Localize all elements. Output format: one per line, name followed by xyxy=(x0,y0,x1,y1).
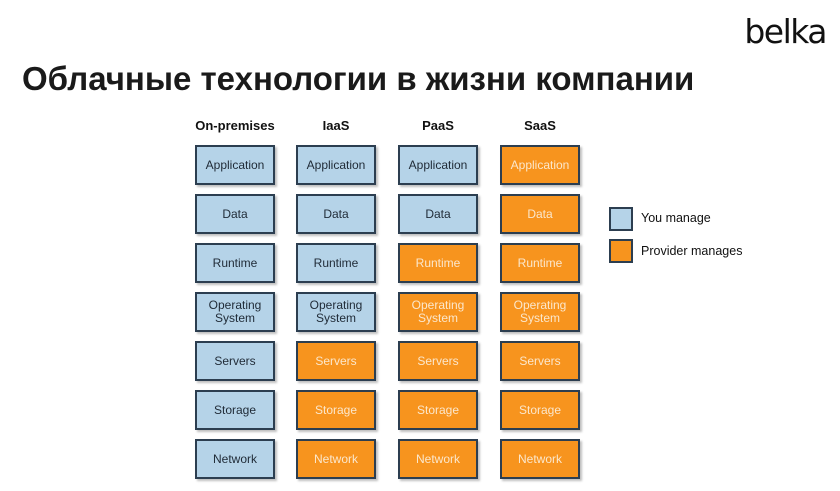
layer-box-application: Application xyxy=(296,145,376,185)
layer-box-data: Data xyxy=(398,194,478,234)
legend-swatch-provider-manages xyxy=(609,239,633,263)
legend-label-provider-manages: Provider manages xyxy=(641,244,743,258)
column-header-saas: SaaS xyxy=(524,118,556,133)
layer-box-runtime: Runtime xyxy=(195,243,275,283)
layer-box-servers: Servers xyxy=(296,341,376,381)
layer-box-runtime: Runtime xyxy=(500,243,580,283)
layer-box-network: Network xyxy=(296,439,376,479)
layer-box-servers: Servers xyxy=(195,341,275,381)
layer-box-storage: Storage xyxy=(398,390,478,430)
page-title: Облачные технологии в жизни компании xyxy=(22,60,695,97)
layer-box-storage: Storage xyxy=(195,390,275,430)
legend-swatch-you-manage xyxy=(609,207,633,231)
brand-logo: belka xyxy=(744,12,827,51)
layer-box-network: Network xyxy=(500,439,580,479)
layer-box-application: Application xyxy=(195,145,275,185)
layer-box-storage: Storage xyxy=(500,390,580,430)
layer-box-data: Data xyxy=(195,194,275,234)
layer-box-operating-system: Operating System xyxy=(500,292,580,332)
column-header-on-premises: On-premises xyxy=(195,118,275,133)
column-header-iaas: IaaS xyxy=(322,118,350,133)
layer-box-application: Application xyxy=(500,145,580,185)
column-header-paas: PaaS xyxy=(422,118,454,133)
layer-box-runtime: Runtime xyxy=(296,243,376,283)
layer-box-runtime: Runtime xyxy=(398,243,478,283)
layer-box-operating-system: Operating System xyxy=(398,292,478,332)
layer-box-application: Application xyxy=(398,145,478,185)
layer-box-network: Network xyxy=(398,439,478,479)
layer-box-servers: Servers xyxy=(500,341,580,381)
layer-box-servers: Servers xyxy=(398,341,478,381)
layer-box-data: Data xyxy=(500,194,580,234)
layer-box-network: Network xyxy=(195,439,275,479)
layer-box-operating-system: Operating System xyxy=(296,292,376,332)
legend-label-you-manage: You manage xyxy=(641,211,711,225)
layer-box-storage: Storage xyxy=(296,390,376,430)
layer-box-data: Data xyxy=(296,194,376,234)
layer-box-operating-system: Operating System xyxy=(195,292,275,332)
